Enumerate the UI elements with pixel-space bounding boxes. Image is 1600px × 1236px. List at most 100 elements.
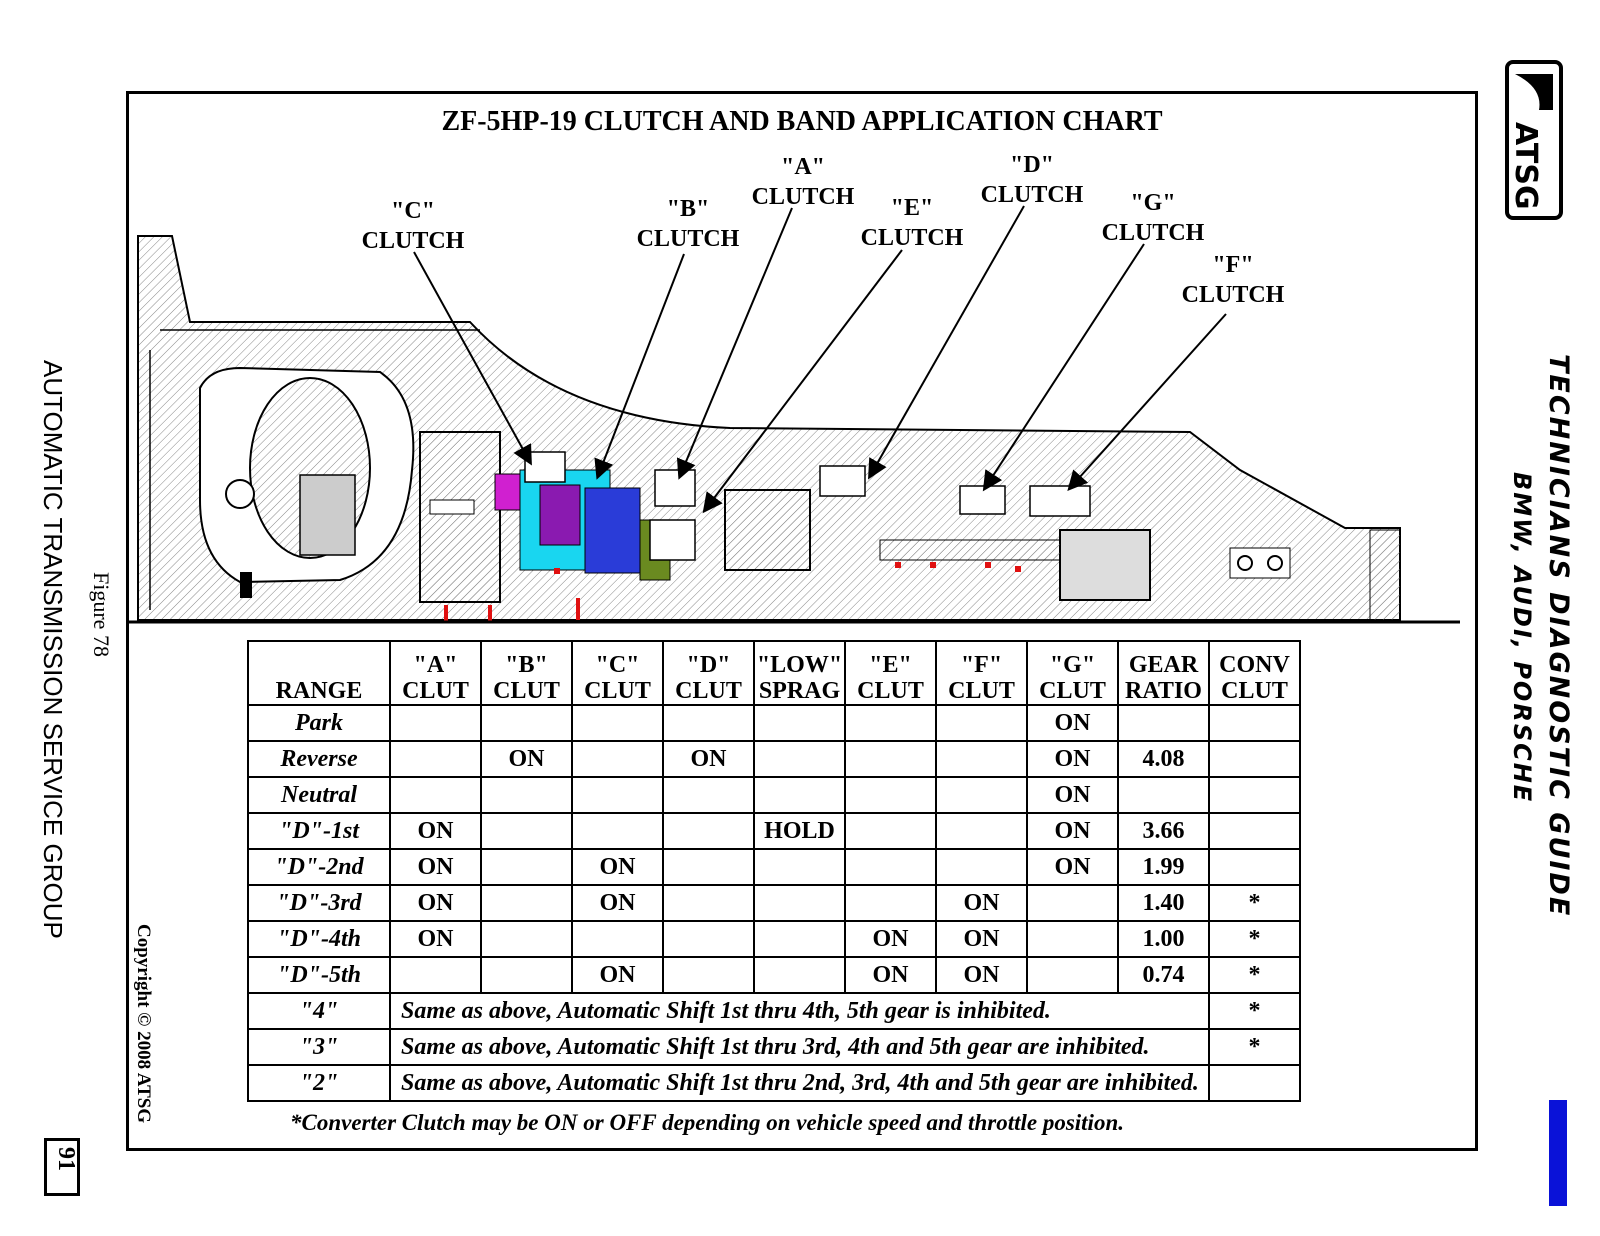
table-cell: [753, 848, 846, 886]
table-cell: [389, 704, 482, 742]
table-cell: [753, 956, 846, 994]
table-cell: [844, 848, 937, 886]
table-row: Park ON: [247, 704, 1301, 742]
table-cell: [844, 812, 937, 850]
table-cell: [662, 704, 755, 742]
range-cell: "4": [247, 992, 391, 1030]
range-cell: Neutral: [247, 776, 391, 814]
guide-title: TECHNICIANS DIAGNOSTIC GUIDE: [1543, 354, 1574, 918]
header-a-clut: "A"CLUT: [389, 640, 482, 706]
table-cell: [844, 740, 937, 778]
clutch-label-e: "E"CLUTCH: [860, 195, 964, 251]
table-cell: [1208, 704, 1301, 742]
header-e-clut: "E"CLUT: [844, 640, 937, 706]
table-cell: [935, 740, 1028, 778]
service-group-text: AUTOMATIC TRANSMISSION SERVICE GROUP: [38, 360, 68, 939]
table-cell: 1.40: [1117, 884, 1210, 922]
table-cell: 1.99: [1117, 848, 1210, 886]
range-cell: "D"-5th: [247, 956, 391, 994]
table-cell: [935, 812, 1028, 850]
table-cell: [1208, 848, 1301, 886]
table-cell: ON: [1026, 704, 1119, 742]
table-cell: *: [1208, 884, 1301, 922]
table-cell: ON: [844, 920, 937, 958]
table-cell: [662, 920, 755, 958]
table-cell: ON: [1026, 776, 1119, 814]
table-cell: ON: [389, 884, 482, 922]
table-cell: ON: [662, 740, 755, 778]
table-cell: ON: [935, 956, 1028, 994]
table-cell: ON: [389, 920, 482, 958]
table-cell: 0.74: [1117, 956, 1210, 994]
table-cell: [662, 812, 755, 850]
table-cell: *: [1208, 956, 1301, 994]
page-frame: [126, 91, 1478, 1151]
table-cell: [1208, 740, 1301, 778]
table-cell: ON: [389, 812, 482, 850]
description-cell: Same as above, Automatic Shift 1st thru …: [389, 1064, 1210, 1102]
table-cell: [1208, 812, 1301, 850]
range-cell: "3": [247, 1028, 391, 1066]
chart-title: ZF-5HP-19 CLUTCH AND BAND APPLICATION CH…: [441, 106, 1163, 137]
header-b-clut: "B"CLUT: [480, 640, 573, 706]
table-cell: [480, 812, 573, 850]
table-header-row: RANGE "A"CLUT "B"CLUT "C"CLUT "D"CLUT "L…: [247, 640, 1301, 706]
table-cell: ON: [844, 956, 937, 994]
table-cell: ON: [1026, 740, 1119, 778]
table-cell: 4.08: [1117, 740, 1210, 778]
table-cell: [389, 776, 482, 814]
table-cell: [480, 704, 573, 742]
table-cell: [753, 884, 846, 922]
conv-clut-cell: *: [1208, 1028, 1301, 1066]
table-cell: [571, 704, 664, 742]
application-table: RANGE "A"CLUT "B"CLUT "C"CLUT "D"CLUT "L…: [247, 640, 1301, 1102]
table-cell: [662, 956, 755, 994]
table-cell: [571, 740, 664, 778]
table-cell: [753, 740, 846, 778]
vehicle-makes: BMW, AUDI, PORSCHE: [1508, 472, 1536, 804]
table-cell: [662, 776, 755, 814]
conv-clut-cell: [1208, 1064, 1301, 1102]
header-g-clut: "G"CLUT: [1026, 640, 1119, 706]
table-cell: ON: [1026, 848, 1119, 886]
clutch-label-g: "G"CLUTCH: [1101, 190, 1205, 246]
table-cell: [1026, 920, 1119, 958]
table-cell: ON: [571, 848, 664, 886]
table-cell: [935, 776, 1028, 814]
table-cell: ON: [389, 848, 482, 886]
table-row: "2"Same as above, Automatic Shift 1st th…: [247, 1064, 1301, 1102]
table-cell: [480, 920, 573, 958]
logo-text: ATSG: [1508, 122, 1543, 210]
table-cell: [662, 848, 755, 886]
table-cell: [1026, 884, 1119, 922]
page-number-box: 91: [44, 1138, 80, 1196]
footnote: *Converter Clutch may be ON or OFF depen…: [290, 1110, 1124, 1135]
range-cell: "D"-3rd: [247, 884, 391, 922]
table-cell: *: [1208, 920, 1301, 958]
table-cell: 1.00: [1117, 920, 1210, 958]
table-cell: [480, 956, 573, 994]
range-cell: Reverse: [247, 740, 391, 778]
description-cell: Same as above, Automatic Shift 1st thru …: [389, 1028, 1210, 1066]
table-cell: [389, 740, 482, 778]
table-cell: [844, 884, 937, 922]
transmission-cross-section: [128, 205, 1460, 624]
table-row: Neutral ON: [247, 776, 1301, 814]
table-cell: [753, 920, 846, 958]
page-number: 91: [53, 1147, 79, 1171]
header-range: RANGE: [247, 640, 391, 706]
blue-tab-marker: [1549, 1100, 1567, 1206]
table-cell: ON: [935, 920, 1028, 958]
table-cell: [1117, 776, 1210, 814]
range-cell: Park: [247, 704, 391, 742]
table-cell: [935, 848, 1028, 886]
table-cell: [571, 776, 664, 814]
range-cell: "D"-1st: [247, 812, 391, 850]
